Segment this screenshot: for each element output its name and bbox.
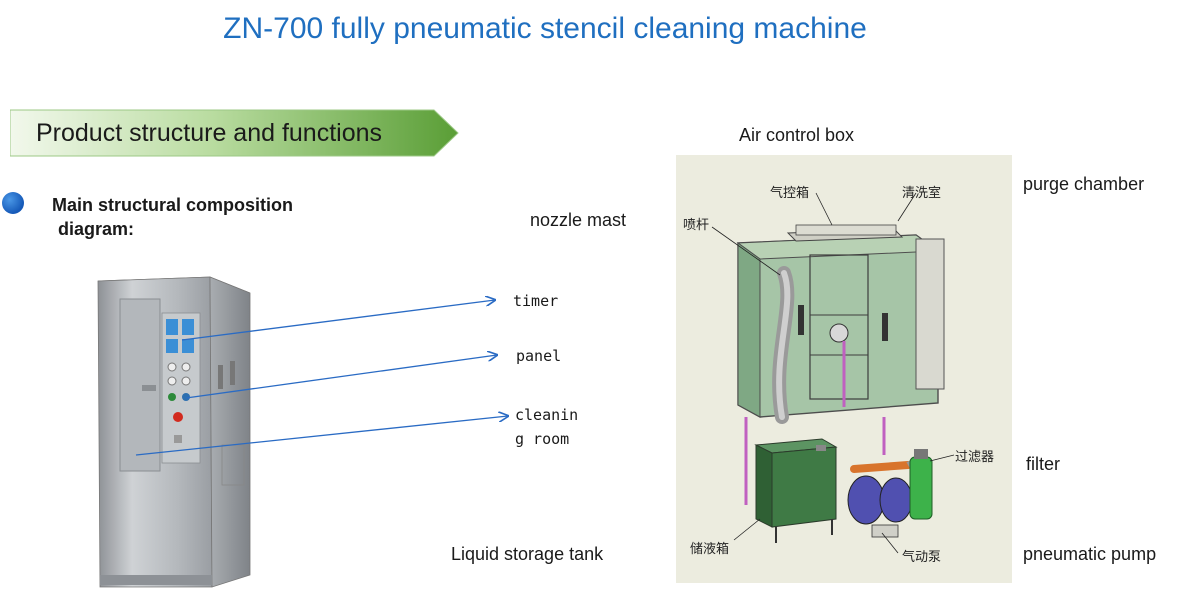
cn-purge-chamber-label: 清洗室 — [902, 185, 942, 200]
composition-heading-line1: Main structural composition — [52, 195, 294, 215]
panel-label: panel — [516, 347, 562, 365]
machine-illustration — [97, 276, 251, 588]
cleaning-room-label-line2: g room — [515, 430, 570, 448]
structure-diagram — [711, 192, 955, 554]
cn-nozzle-mast-label: 喷杆 — [683, 217, 710, 232]
nozzle-mast-label: nozzle mast — [530, 210, 627, 230]
timer-label: timer — [513, 292, 559, 310]
panel-arrow — [185, 355, 497, 399]
timer-arrow — [181, 300, 495, 341]
cleaning-room-label-line1: cleanin — [515, 406, 579, 424]
cleaning-room-label: cleanin g room — [515, 403, 578, 451]
liquid-storage-tank-label: Liquid storage tank — [451, 544, 604, 564]
filter-label: filter — [1026, 454, 1061, 474]
purge-chamber-label: purge chamber — [1023, 174, 1145, 194]
pneumatic-pump-label: pneumatic pump — [1023, 544, 1157, 564]
section-banner-text: Product structure and functions — [36, 119, 383, 147]
section-banner — [10, 109, 459, 157]
cn-liquid-storage-tank-label: 储液箱 — [690, 541, 730, 556]
cn-pneumatic-pump-label: 气动泵 — [902, 549, 942, 564]
composition-heading: Main structural composition diagram: — [52, 193, 293, 241]
cn-filter-label: 过滤器 — [955, 449, 995, 464]
cn-air-control-box-label: 气控箱 — [770, 185, 810, 200]
bullet-icon — [2, 192, 24, 214]
air-control-box-label: Air control box — [739, 125, 855, 145]
page-title: ZN-700 fully pneumatic stencil cleaning … — [223, 12, 867, 45]
cleaning-room-arrow — [135, 416, 508, 456]
composition-heading-line2: diagram: — [58, 219, 135, 239]
